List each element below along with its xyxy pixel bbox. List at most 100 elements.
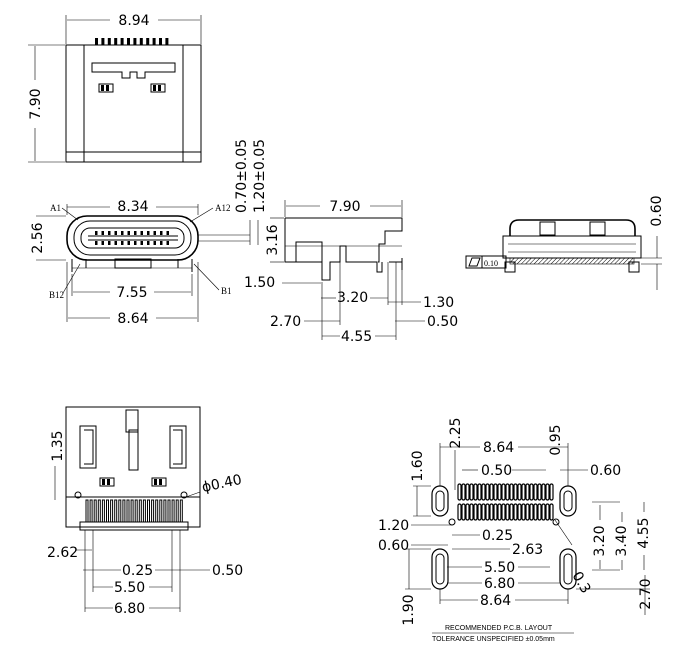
pcb-pad xyxy=(473,483,478,501)
dim-pcb-8-64-bottom: 8.64 xyxy=(480,593,511,609)
note-recommended-layout: RECOMMENDED P.C.B. LAYOUT xyxy=(445,625,553,632)
pcb-pad xyxy=(497,503,502,521)
pcb-pad xyxy=(545,503,550,521)
front-pin xyxy=(95,241,98,245)
bottom-pin xyxy=(163,499,167,523)
pcb-pad xyxy=(525,503,530,521)
bottom-pin xyxy=(175,499,179,523)
dim-pcb-6-80: 6.80 xyxy=(484,576,515,592)
dim-front-inner-width: 7.55 xyxy=(116,285,147,301)
pcb-pad xyxy=(461,483,466,501)
top-pin xyxy=(165,38,169,45)
dim-top-width: 8.94 xyxy=(118,13,149,29)
dim-pcb-1-20: 1.20 xyxy=(378,518,409,534)
dim-front-top-width: 8.34 xyxy=(117,199,148,215)
pcb-pad xyxy=(521,483,526,501)
front-pin xyxy=(160,241,163,245)
pcb-pad xyxy=(497,483,502,501)
pcb-pad xyxy=(473,503,478,521)
dim-pcb-2-25: 2.25 xyxy=(448,417,464,448)
bottom-pin xyxy=(89,499,93,523)
top-pin xyxy=(146,38,150,45)
dim-pcb-8-64-top: 8.64 xyxy=(483,440,514,456)
front-pin xyxy=(108,231,111,235)
front-pin xyxy=(127,231,130,235)
front-pin xyxy=(121,231,124,235)
top-pin xyxy=(107,38,111,45)
pcb-pad xyxy=(517,483,522,501)
bottom-pin xyxy=(179,499,183,523)
pcb-pad xyxy=(505,503,510,521)
front-pin xyxy=(166,231,169,235)
bottom-pin xyxy=(138,499,142,523)
pcb-pad xyxy=(493,503,498,521)
front-pin xyxy=(134,231,137,235)
pcb-pad xyxy=(469,503,474,521)
pcb-pad xyxy=(461,503,466,521)
front-pin xyxy=(95,231,98,235)
bottom-pin xyxy=(118,499,122,523)
label-a12: A12 xyxy=(215,203,231,213)
pcb-pad xyxy=(489,483,494,501)
bottom-pin xyxy=(126,499,130,523)
pcb-pad xyxy=(485,503,490,521)
flatness-value: 0.10 xyxy=(484,259,498,268)
pcb-pad xyxy=(493,483,498,501)
front-pin xyxy=(140,231,143,235)
pcb-pad xyxy=(549,483,554,501)
bottom-pin xyxy=(134,499,138,523)
bottom-pin xyxy=(147,499,150,523)
front-view: 8.34 A1 A12 2.56 B12 B1 7.55 8.64 0.70±0… xyxy=(30,139,268,327)
pcb-pad xyxy=(537,483,542,501)
top-pin xyxy=(114,38,118,45)
pcb-pad xyxy=(529,483,534,501)
top-pin xyxy=(139,38,143,45)
pcb-pad xyxy=(481,503,486,521)
pcb-pad xyxy=(465,503,470,521)
note-tolerance: TOLERANCE UNSPECIFIED ±0.05mm xyxy=(432,636,555,643)
top-pin xyxy=(95,38,98,45)
bottom-pin xyxy=(97,499,101,523)
top-pin xyxy=(127,38,130,45)
pcb-pad xyxy=(469,483,474,501)
front-pin xyxy=(114,231,117,235)
label-b1: B1 xyxy=(221,286,232,296)
pcb-pad xyxy=(489,503,494,521)
dim-pcb-1-90: 1.90 xyxy=(401,594,417,625)
front-pin xyxy=(140,241,143,245)
pcb-pad xyxy=(529,503,534,521)
dim-side-2-70: 2.70 xyxy=(270,314,301,330)
pcb-pad xyxy=(457,503,462,521)
pcb-layout: 2.25 8.64 0.95 1.60 0.50 0.60 1.20 0.25 … xyxy=(378,417,654,643)
dim-pcb-0-95: 0.95 xyxy=(548,424,564,455)
front-pin xyxy=(108,241,111,245)
front-pin xyxy=(147,231,150,235)
dim-pcb-1-60: 1.60 xyxy=(410,450,426,481)
dim-pcb-3-40: 3.40 xyxy=(614,525,630,556)
pcb-pad xyxy=(465,483,470,501)
dim-pcb-0-60-left: 0.60 xyxy=(378,538,409,554)
pcb-hole xyxy=(448,518,456,526)
front-pin xyxy=(153,231,156,235)
dim-bottom-5-50: 5.50 xyxy=(114,580,145,596)
pcb-slot-bottom-left xyxy=(431,548,449,590)
dim-bottom-0-50: 0.50 xyxy=(212,563,243,579)
dim-side-length: 7.90 xyxy=(329,199,360,215)
bottom-pin xyxy=(114,499,118,523)
pcb-pad xyxy=(509,483,514,501)
bottom-pin xyxy=(151,499,155,523)
pcb-hole xyxy=(552,518,560,526)
top-pin xyxy=(120,38,124,45)
pcb-pad xyxy=(541,483,546,501)
top-pin xyxy=(159,38,162,45)
pcb-pad xyxy=(517,503,522,521)
dim-pcb-2-70: 2.70 xyxy=(638,578,654,609)
front-pin xyxy=(127,241,130,245)
bottom-pin xyxy=(101,499,105,523)
dim-top-height: 7.90 xyxy=(28,88,44,119)
bottom-pin xyxy=(159,499,163,523)
bottom-pin xyxy=(155,499,159,523)
pcb-pad xyxy=(545,483,550,501)
front-pin xyxy=(153,241,156,245)
